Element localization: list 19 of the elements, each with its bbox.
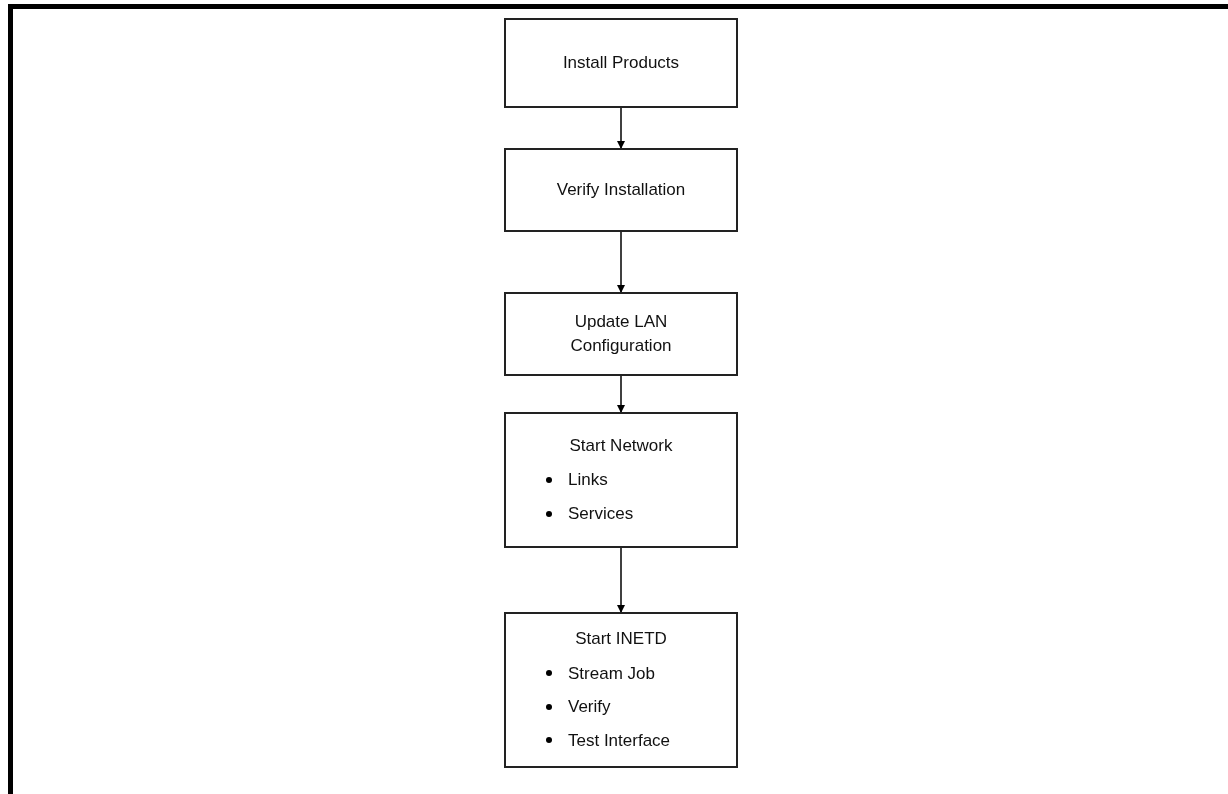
box-title: Start INETD bbox=[575, 627, 667, 650]
list-item: Services bbox=[568, 502, 634, 525]
arrow bbox=[617, 231, 625, 293]
box-title: Start Network bbox=[569, 434, 673, 457]
arrow bbox=[617, 547, 625, 613]
list-item: Links bbox=[568, 469, 608, 492]
process-box bbox=[504, 412, 738, 548]
arrow bbox=[617, 375, 625, 413]
arrow bbox=[617, 107, 625, 149]
process-box bbox=[504, 612, 738, 768]
process-box bbox=[504, 292, 738, 376]
box-title: Install Products bbox=[562, 52, 680, 75]
list-item: Verify bbox=[568, 696, 611, 719]
process-box bbox=[504, 18, 738, 108]
box-title: Update LAN Configuration bbox=[569, 311, 673, 357]
list-item: Test Interface bbox=[568, 729, 671, 752]
list-item: Stream Job bbox=[568, 662, 655, 685]
process-box bbox=[504, 148, 738, 232]
box-title: Verify Installation bbox=[556, 179, 686, 202]
